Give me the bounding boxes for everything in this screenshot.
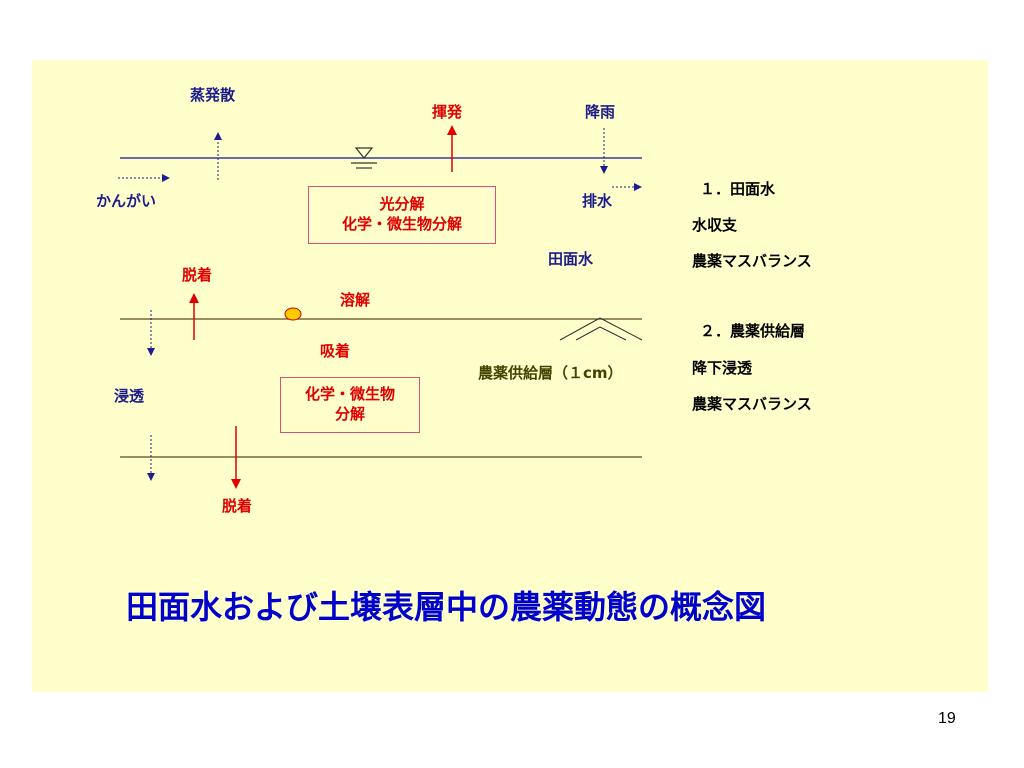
label-rainfall: 降雨 <box>585 103 616 121</box>
legend-item1-line2: 農薬マスバランス <box>692 252 812 270</box>
label-percolation: 浸透 <box>114 387 145 405</box>
label-drainage: 排水 <box>582 192 613 210</box>
soil-degradation-box-line1: 化学・微生物 <box>304 385 395 403</box>
legend-item1-line1: 水収支 <box>692 216 738 234</box>
label-paddy-water: 田面水 <box>548 250 594 268</box>
slide-background <box>32 60 988 692</box>
label-supply-layer: 農薬供給層（１cm） <box>478 364 623 382</box>
legend-item2-line2: 農薬マスバランス <box>692 395 812 413</box>
photolysis-box: 光分解 化学・微生物分解 <box>308 186 496 244</box>
photolysis-box-line2: 化学・微生物分解 <box>341 215 462 233</box>
label-adsorption: 吸着 <box>320 342 351 360</box>
soil-degradation-box-line2: 分解 <box>334 405 365 423</box>
label-volatilization: 揮発 <box>432 103 463 121</box>
photolysis-box-line1: 光分解 <box>379 195 425 213</box>
label-irrigation: かんがい <box>96 192 157 210</box>
page-number: 19 <box>938 710 956 727</box>
legend-item2-title: ２．農薬供給層 <box>700 322 806 340</box>
legend-item1-title: １．田面水 <box>700 180 776 198</box>
soil-crack-icon <box>559 317 643 341</box>
legend-item2-line1: 降下浸透 <box>692 359 753 377</box>
label-evapotranspiration: 蒸発散 <box>190 86 236 104</box>
label-dissolution: 溶解 <box>340 291 371 309</box>
label-desorption-top: 脱着 <box>182 266 213 284</box>
water-level-icon <box>351 147 377 169</box>
pesticide-particle <box>284 307 302 321</box>
label-desorption-bottom: 脱着 <box>222 497 253 515</box>
soil-degradation-box: 化学・微生物 分解 <box>280 377 420 433</box>
slide-title: 田面水および土壌表層中の農薬動態の概念図 <box>126 588 767 626</box>
